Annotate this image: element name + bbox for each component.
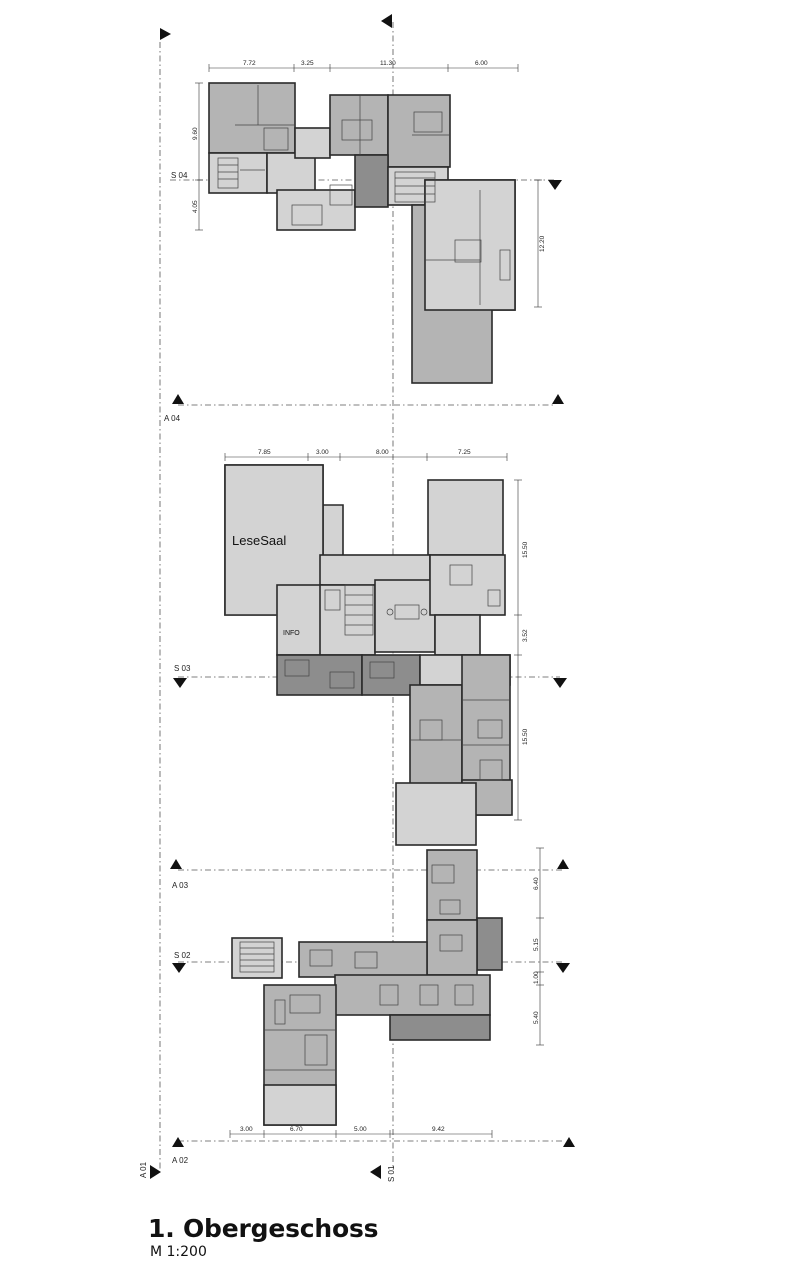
dim-top-h2: 4.05 [192, 200, 199, 213]
label-a02: A 02 [172, 1156, 189, 1165]
dim-bot-h4: 5.40 [533, 1011, 540, 1024]
top-block [208, 82, 516, 384]
label-s03: S 03 [174, 664, 191, 673]
dim-top-h1: 9.60 [192, 127, 199, 140]
dim-top-w2: 3.25 [301, 60, 314, 67]
top-dimension-labels: 7.72 3.25 11.30 6.00 9.60 4.05 12.20 [192, 60, 546, 252]
dim-bot-h3: 1.00 [533, 971, 540, 984]
dim-bot-h1: 6.40 [533, 877, 540, 890]
label-s01: S 01 [387, 1165, 396, 1182]
bottom-dimension-labels: 3.00 6.70 5.00 9.42 6.40 5.15 1.00 5.40 [240, 877, 540, 1133]
dim-mid-h3: 15.50 [522, 728, 529, 745]
bottom-block [231, 849, 503, 1126]
bottom-block-details [239, 864, 474, 1071]
label-a04: A 04 [164, 414, 181, 423]
dim-top-h3: 12.20 [539, 235, 546, 252]
dim-mid-h2: 3.52 [522, 629, 529, 642]
dim-mid-w3: 8.00 [376, 449, 389, 456]
middle-dimension-labels: 7.85 3.00 8.00 7.25 15.50 3.52 15.50 [258, 449, 529, 745]
dim-mid-h1: 15.50 [522, 541, 529, 558]
room-label-lesesaal: LeseSaal [232, 533, 286, 548]
dim-mid-w1: 7.85 [258, 449, 271, 456]
label-a01: A 01 [139, 1161, 148, 1178]
dim-bot-w4: 9.42 [432, 1126, 445, 1133]
drawing-title: 1. Obergeschoss [148, 1214, 379, 1243]
dim-bot-w1: 3.00 [240, 1126, 253, 1133]
drawing-scale: M 1:200 [150, 1244, 207, 1260]
dim-bot-h2: 5.15 [533, 938, 540, 951]
middle-block [224, 464, 513, 846]
top-dimensions [195, 64, 542, 308]
dim-mid-w4: 7.25 [458, 449, 471, 456]
bottom-dimensions [229, 847, 544, 1138]
label-s02: S 02 [174, 951, 191, 960]
section-markers [150, 14, 575, 1179]
middle-block-details [225, 564, 510, 781]
dim-top-w1: 7.72 [243, 60, 256, 67]
dim-top-w4: 6.00 [475, 60, 488, 67]
label-s04: S 04 [171, 171, 188, 180]
dim-mid-w2: 3.00 [316, 449, 329, 456]
middle-dimensions [224, 453, 522, 821]
top-block-details [217, 85, 511, 305]
section-labels: S 04 A 04 S 03 A 03 S 02 A 02 A 01 S 01 [139, 171, 396, 1182]
dim-top-w3: 11.30 [380, 60, 396, 67]
label-a03: A 03 [172, 881, 189, 890]
dim-bot-w3: 5.00 [354, 1126, 367, 1133]
dim-bot-w2: 6.70 [290, 1126, 303, 1133]
room-label-info: INFO [283, 630, 300, 637]
